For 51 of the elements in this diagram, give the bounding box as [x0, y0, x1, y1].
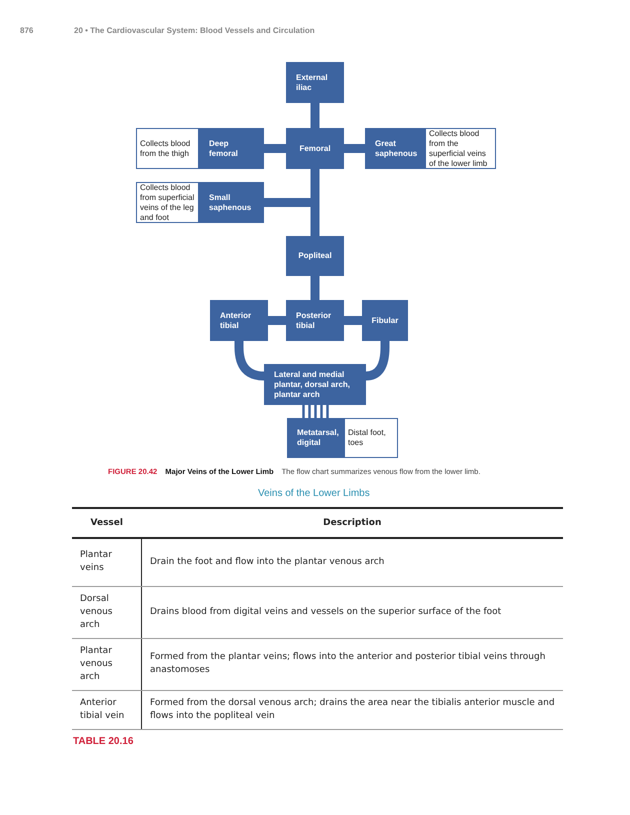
running-header: 20 • The Cardiovascular System: Blood Vessels and Circulation: [74, 26, 315, 35]
vein-box: [365, 128, 425, 169]
vein-name: Metatarsal, digital: [297, 428, 339, 448]
vein-name: Great saphenous: [375, 138, 418, 158]
vein-name: Femoral: [299, 144, 331, 154]
vessel-description: Formed from the plantar veins; flows into the anterior and posterior tibial veins through anastomoses: [142, 638, 563, 690]
column-header: Description: [142, 508, 563, 538]
note-text: Collects blood from the thigh: [140, 138, 192, 158]
note-text: Collects blood from superficial veins of the leg and foot: [140, 182, 195, 222]
vein-box: [286, 300, 344, 341]
note-box: [425, 128, 496, 169]
table-title: Veins of the Lower Limbs: [258, 488, 370, 499]
vein-connector: [344, 316, 362, 325]
vein-name: Lateral and medial plantar, dorsal arch, plantar arch: [274, 370, 352, 400]
vein-box: [286, 128, 344, 169]
vein-name: Small saphenous: [209, 192, 252, 212]
vessel-name: Dorsal venous arch: [72, 586, 142, 638]
vein-name: Popliteal: [298, 251, 332, 261]
vein-box: [286, 236, 344, 276]
vein-box: [264, 364, 366, 405]
note-text: Distal foot, toes: [348, 428, 387, 448]
vein-name: Fibular: [372, 316, 398, 326]
vein-name: Anterior tibial: [220, 310, 252, 330]
vein-name: Posterior tibial: [296, 310, 332, 330]
vessel-name: Plantar venous arch: [72, 638, 142, 690]
note-text: Collects blood from the superficial veins of the lower limb: [429, 128, 488, 168]
vessel-description: Formed from the dorsal venous arch; drains the area near the tibialis anterior muscle and flows into the popliteal vein: [142, 690, 563, 729]
vein-connector: [264, 144, 286, 153]
vein-connector: [310, 103, 320, 128]
note-box: [344, 418, 398, 458]
vein-connector: [344, 144, 365, 153]
vein-connector: [268, 316, 286, 325]
column-header: Vessel: [72, 508, 142, 538]
vessel-name: Plantar veins: [72, 538, 142, 586]
page-number: 876: [20, 26, 34, 35]
vessel-description: Drains blood from digital veins and vessels on the superior surface of the foot: [142, 586, 563, 638]
vein-box: [286, 62, 344, 103]
vein-name: External iliac: [296, 72, 329, 92]
vein-connector: [302, 404, 329, 420]
vein-connector: [366, 341, 390, 380]
vessel-description: Drain the foot and flow into the plantar venous arch: [142, 538, 563, 586]
vein-box: [210, 300, 268, 341]
table-number: TABLE 20.16: [73, 736, 134, 747]
vein-box: [199, 182, 264, 223]
note-box: [136, 128, 199, 169]
vein-connector: [310, 276, 320, 300]
vein-box: [287, 418, 344, 458]
vein-box: [199, 128, 264, 169]
vessel-name: Anterior tibial vein: [72, 690, 142, 729]
vein-box: [362, 300, 408, 341]
vein-name: Deep femoral: [209, 138, 239, 158]
